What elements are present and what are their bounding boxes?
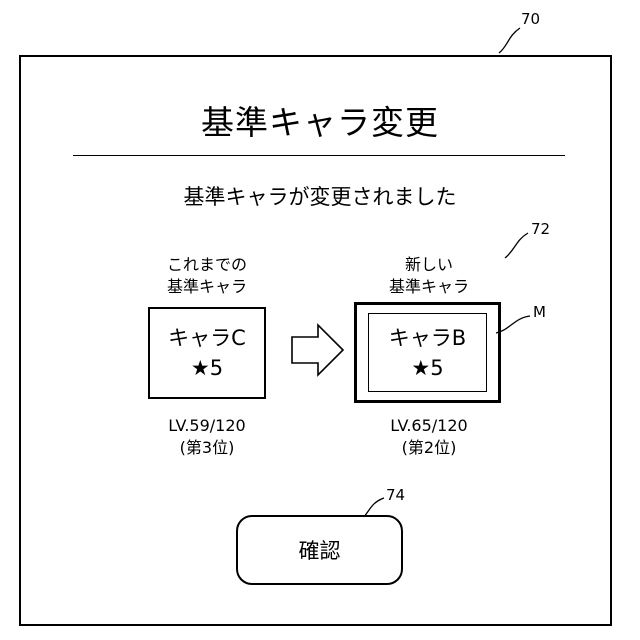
current-character-name: キャラB [389, 323, 466, 353]
right-arrow-icon [290, 323, 346, 377]
current-character-rarity: ★5 [411, 353, 443, 383]
leader-70 [499, 28, 520, 53]
change-message: 基準キャラが変更されました [0, 181, 640, 211]
previous-caption: これまでの 基準キャラ [127, 254, 287, 298]
previous-level: LV.59/120 [127, 415, 287, 437]
current-level: LV.65/120 [349, 415, 509, 437]
current-character-card: キャラB ★5 [368, 313, 487, 392]
previous-character-rarity: ★5 [191, 353, 223, 383]
previous-rank: (第3位) [127, 437, 287, 459]
current-rank: (第2位) [349, 437, 509, 459]
current-caption: 新しい 基準キャラ [349, 254, 509, 298]
previous-caption-line1: これまでの [127, 254, 287, 276]
current-stats: LV.65/120 (第2位) [349, 415, 509, 459]
previous-stats: LV.59/120 (第3位) [127, 415, 287, 459]
page-title: 基準キャラ変更 [0, 96, 640, 144]
previous-caption-line2: 基準キャラ [127, 276, 287, 298]
previous-character-card: キャラC ★5 [148, 307, 266, 399]
current-caption-line2: 基準キャラ [349, 276, 509, 298]
current-caption-line1: 新しい [349, 254, 509, 276]
confirm-button[interactable]: 確認 [236, 515, 403, 585]
title-divider [73, 155, 565, 156]
previous-character-name: キャラC [168, 323, 246, 353]
ref-label-70: 70 [521, 12, 540, 27]
